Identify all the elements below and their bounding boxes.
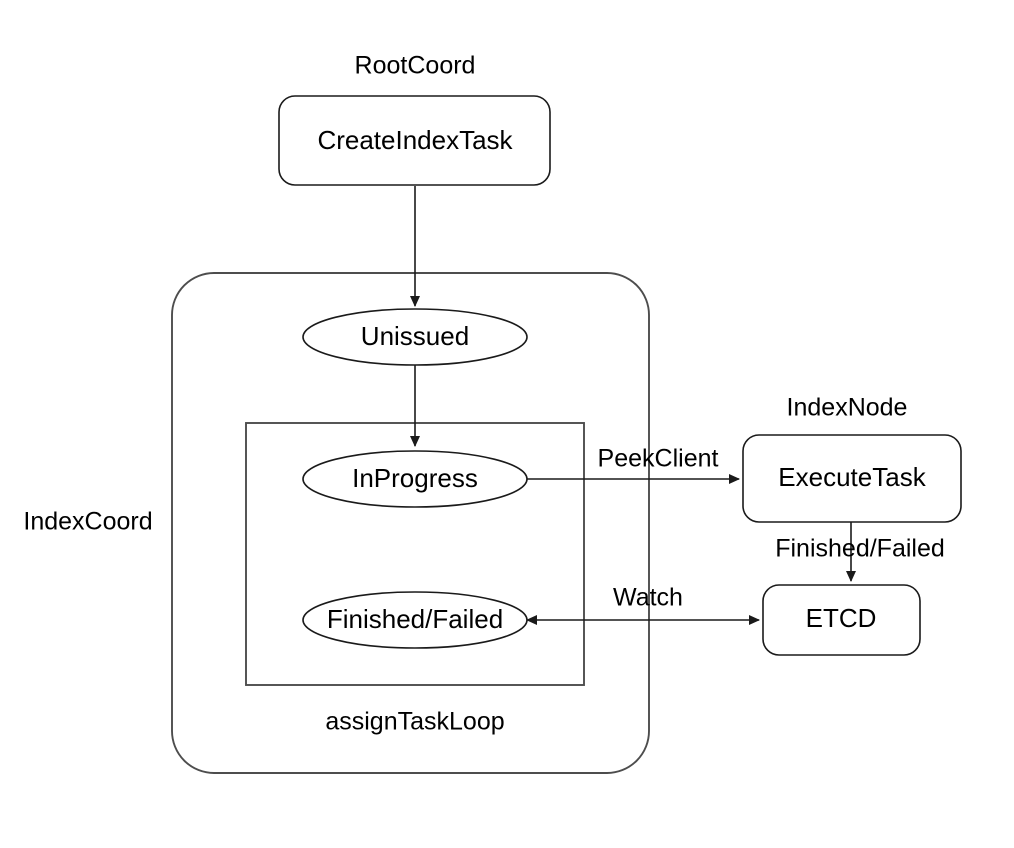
node-label-etcd: ETCD — [806, 603, 877, 633]
group-label-rootcoord: RootCoord — [355, 52, 476, 80]
node-create-index-task[interactable]: CreateIndexTask — [278, 95, 551, 186]
group-label-indexcoord: IndexCoord — [23, 508, 152, 536]
group-label-indexnode: IndexNode — [787, 394, 908, 422]
node-label-unissued: Unissued — [361, 321, 469, 351]
edge-label-finished-failed: Finished/Failed — [775, 535, 945, 563]
edge-label-watch: Watch — [613, 584, 683, 612]
node-finished-failed[interactable]: Finished/Failed — [302, 591, 528, 649]
node-label-finished-failed: Finished/Failed — [327, 604, 503, 634]
node-etcd[interactable]: ETCD — [762, 584, 921, 656]
node-label-in-progress: InProgress — [352, 463, 478, 493]
node-label-create-index-task: CreateIndexTask — [317, 125, 513, 155]
node-execute-task[interactable]: ExecuteTask — [742, 434, 962, 523]
group-label-assigntaskloop: assignTaskLoop — [325, 708, 504, 736]
node-unissued[interactable]: Unissued — [302, 308, 528, 366]
edge-label-peekclient: PeekClient — [598, 445, 719, 473]
node-in-progress[interactable]: InProgress — [302, 450, 528, 508]
node-label-execute-task: ExecuteTask — [778, 462, 926, 492]
group-container-indexcoord — [171, 272, 650, 774]
